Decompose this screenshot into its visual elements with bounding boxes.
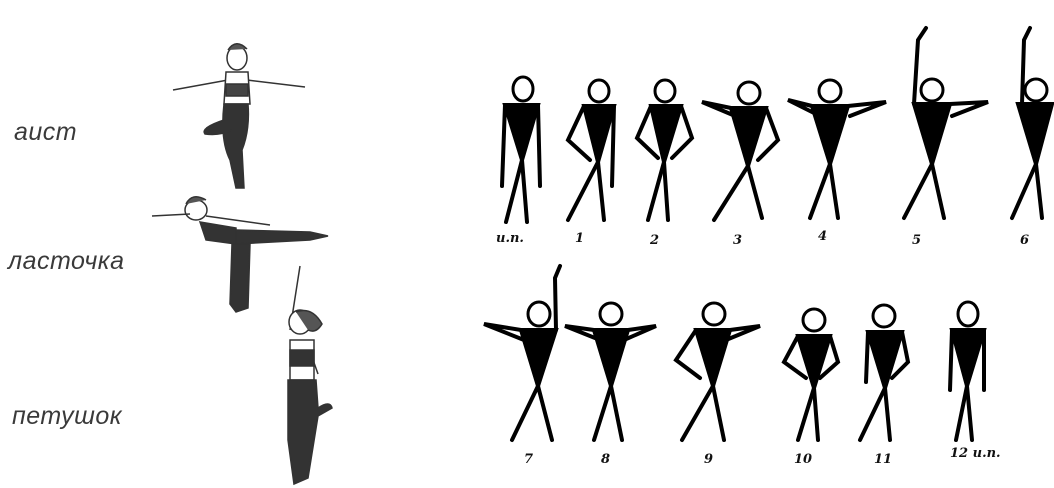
stick-figure-8 bbox=[565, 303, 656, 440]
stick-figure-5 bbox=[904, 28, 988, 218]
step-number: 4 bbox=[818, 229, 827, 244]
step-number: 3 bbox=[733, 233, 742, 248]
step-number: 11 bbox=[874, 452, 892, 467]
woman-figure-petushok bbox=[288, 266, 332, 484]
step-number: 1 bbox=[575, 231, 584, 246]
step-number: 7 bbox=[524, 452, 533, 467]
stick-figure-4 bbox=[788, 80, 886, 218]
step-number: 5 bbox=[912, 233, 921, 248]
step-number: 12 и.п. bbox=[950, 446, 1001, 461]
step-number: 2 bbox=[649, 233, 659, 248]
stick-figure-2 bbox=[637, 80, 692, 220]
woman-figure-aist bbox=[173, 44, 305, 188]
stick-figure-3 bbox=[702, 82, 778, 220]
woman-figure-lastochka bbox=[152, 197, 328, 312]
stick-figure-12 bbox=[950, 302, 984, 440]
stick-figure-1 bbox=[568, 80, 614, 220]
stick-figure-ip bbox=[502, 77, 540, 222]
stick-figure-10 bbox=[784, 309, 838, 440]
step-number: и.п. bbox=[496, 231, 524, 246]
step-number: 8 bbox=[601, 452, 610, 467]
stick-figure-9 bbox=[676, 303, 760, 440]
stick-figure-6 bbox=[1012, 28, 1052, 218]
stick-figure-7 bbox=[484, 266, 560, 440]
step-number: 9 bbox=[704, 452, 713, 467]
step-number: 10 bbox=[794, 452, 812, 467]
step-number: 6 bbox=[1020, 233, 1029, 248]
stick-figure-11 bbox=[860, 305, 908, 440]
